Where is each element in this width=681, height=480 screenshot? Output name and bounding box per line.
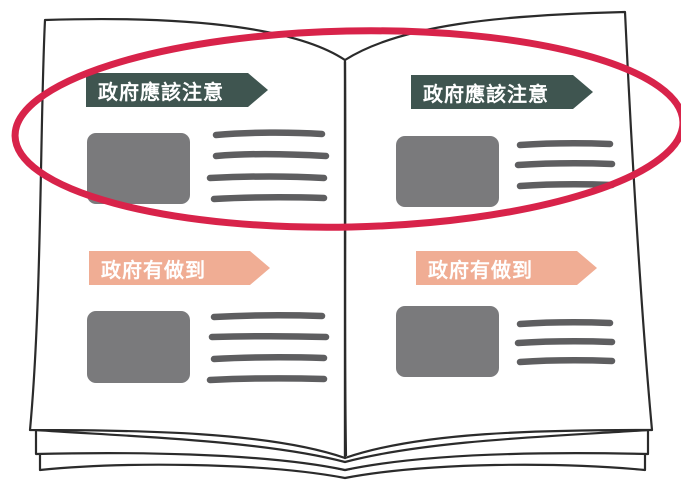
book-page-stack <box>34 428 650 480</box>
image-placeholder-icon <box>396 136 499 207</box>
image-placeholder-icon <box>87 311 190 383</box>
tag-bottom-right-label: 政府有做到 <box>428 257 533 282</box>
tag-bottom-left: 政府有做到 <box>89 251 270 285</box>
tag-bottom-left-label: 政府有做到 <box>101 257 206 282</box>
image-placeholder-icon <box>87 133 190 204</box>
tag-bottom-right: 政府有做到 <box>416 251 597 285</box>
tag-top-right-label: 政府應該注意 <box>423 81 549 106</box>
book-spine <box>343 61 348 457</box>
tag-top-right: 政府應該注意 <box>411 75 593 109</box>
tag-top-left: 政府應該注意 <box>86 73 268 107</box>
image-placeholder-icon <box>396 306 499 377</box>
text-lines-icon <box>206 312 330 384</box>
text-lines-icon <box>514 319 616 366</box>
tag-top-left-label: 政府應該注意 <box>98 79 224 104</box>
